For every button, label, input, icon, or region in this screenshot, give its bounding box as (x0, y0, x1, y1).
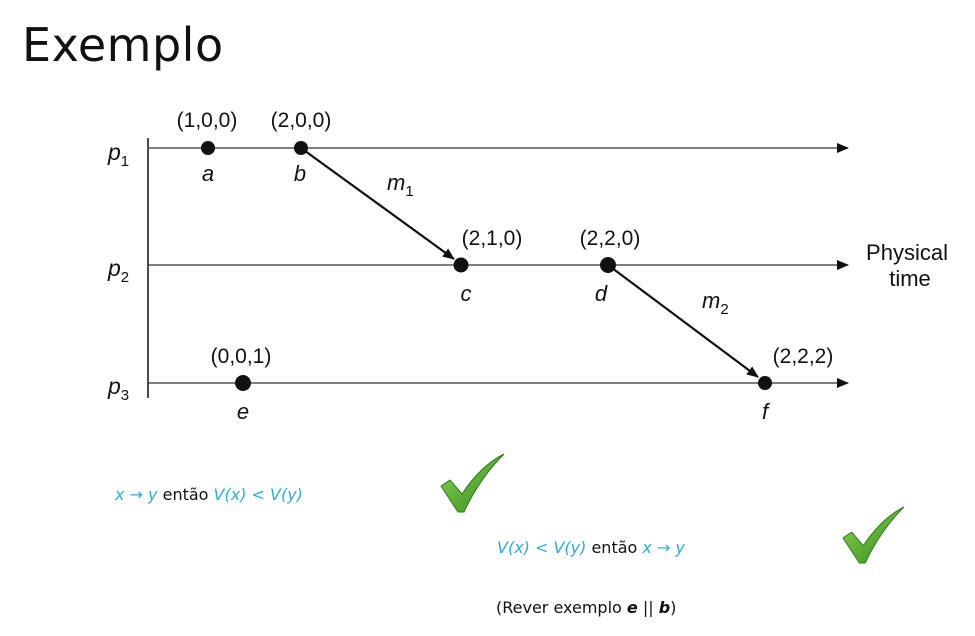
physical-time-label: Physical (866, 240, 948, 265)
review-note-open: (Rever exemplo (496, 598, 627, 617)
rule-1-condition: x → y (115, 485, 158, 504)
event-name-b: b (294, 161, 306, 186)
event-dot-f (758, 376, 772, 390)
event-name-f: f (762, 399, 771, 424)
message-arrow-m2 (607, 264, 759, 378)
event-dot-b (294, 141, 308, 155)
physical-time-label-line2: time (889, 266, 931, 291)
rule-2: V(x) < V(y) então x → y (497, 538, 685, 557)
rule-1: x → y então V(x) < V(y) (115, 485, 303, 504)
event-name-e: e (237, 399, 249, 424)
check-icon (842, 506, 905, 564)
rule-2-connector: então (586, 538, 643, 557)
review-note: (Rever exemplo e || b) (496, 598, 676, 617)
timestamp-c: (2,1,0) (462, 227, 523, 250)
review-note-event-b: b (658, 598, 671, 617)
process-label-p3: p3 (107, 373, 129, 404)
message-label-m1: m1 (387, 170, 414, 200)
event-dot-d (600, 257, 616, 273)
review-note-event-a: e (626, 598, 638, 617)
event-dot-a (201, 141, 215, 155)
rule-2-result: x → y (642, 538, 685, 557)
timestamp-a: (1,0,0) (177, 109, 238, 132)
check-icon (440, 453, 505, 513)
timestamp-b: (2,0,0) (271, 109, 332, 132)
rule-1-result: V(x) < V(y) (213, 485, 303, 504)
review-note-separator: || (637, 598, 659, 617)
rule-2-condition: V(x) < V(y) (497, 538, 587, 557)
process-label-p1: p1 (107, 139, 129, 170)
event-name-c: c (461, 281, 472, 306)
event-dot-e (235, 375, 251, 391)
event-name-a: a (202, 161, 214, 186)
review-note-close: ) (670, 598, 677, 617)
timestamp-f: (2,2,2) (773, 345, 834, 368)
message-arrow-m1 (300, 147, 455, 260)
slide-title: Exemplo (22, 18, 224, 72)
rule-1-connector: então (157, 485, 214, 504)
event-name-d: d (595, 281, 608, 306)
message-label-m2: m2 (702, 288, 729, 318)
timestamp-d: (2,2,0) (580, 227, 641, 250)
timestamp-e: (0,0,1) (211, 345, 272, 368)
event-dot-c (453, 257, 469, 273)
process-label-p2: p2 (107, 255, 129, 286)
